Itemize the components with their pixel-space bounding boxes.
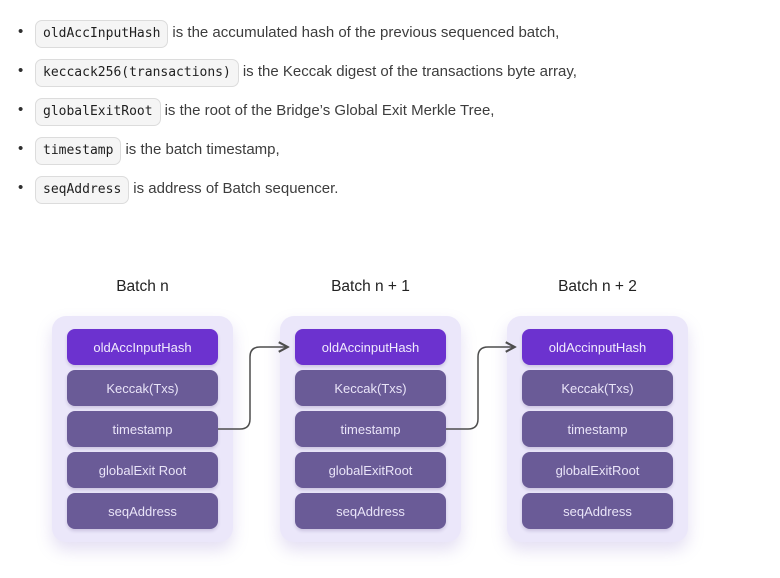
code-chip: globalExitRoot (35, 98, 161, 126)
batch-row: Keccak(Txs) (295, 370, 446, 406)
batch-row-highlight: oldAccInputHash (67, 329, 218, 365)
code-chip: seqAddress (35, 176, 130, 204)
definition-text: is address of Batch sequencer. (133, 180, 339, 197)
code-chip: oldAccInputHash (35, 20, 169, 48)
batch-column-title: Batch n + 2 (558, 278, 637, 295)
code-chip: timestamp (35, 137, 122, 165)
batch-card: oldAccInputHash Keccak(Txs) timestamp gl… (52, 316, 233, 542)
batch-row: globalExitRoot (295, 452, 446, 488)
batch-row: seqAddress (67, 493, 218, 529)
definition-text: is the batch timestamp, (125, 141, 280, 158)
batch-column-title: Batch n (116, 278, 169, 295)
batch-card: oldAccinputHash Keccak(Txs) timestamp gl… (280, 316, 461, 542)
definition-text: is the root of the Bridge’s Global Exit … (164, 102, 495, 119)
batch-row: timestamp (522, 411, 673, 447)
batch-row: seqAddress (295, 493, 446, 529)
batch-row: Keccak(Txs) (67, 370, 218, 406)
batch-row-highlight: oldAccinputHash (295, 329, 446, 365)
batch-column-title: Batch n + 1 (331, 278, 410, 295)
batch-row: seqAddress (522, 493, 673, 529)
list-item: keccack256(transactions)is the Keccak di… (18, 59, 780, 87)
batch-row: globalExit Root (67, 452, 218, 488)
batch-row: Keccak(Txs) (522, 370, 673, 406)
batch-row: globalExitRoot (522, 452, 673, 488)
definition-text: is the Keccak digest of the transactions… (242, 63, 577, 80)
definition-text: is the accumulated hash of the previous … (172, 24, 560, 41)
batch-row-highlight: oldAccinputHash (522, 329, 673, 365)
batch-card: oldAccinputHash Keccak(Txs) timestamp gl… (507, 316, 688, 542)
code-chip: keccack256(transactions) (35, 59, 239, 87)
batch-row: timestamp (67, 411, 218, 447)
batch-row: timestamp (295, 411, 446, 447)
